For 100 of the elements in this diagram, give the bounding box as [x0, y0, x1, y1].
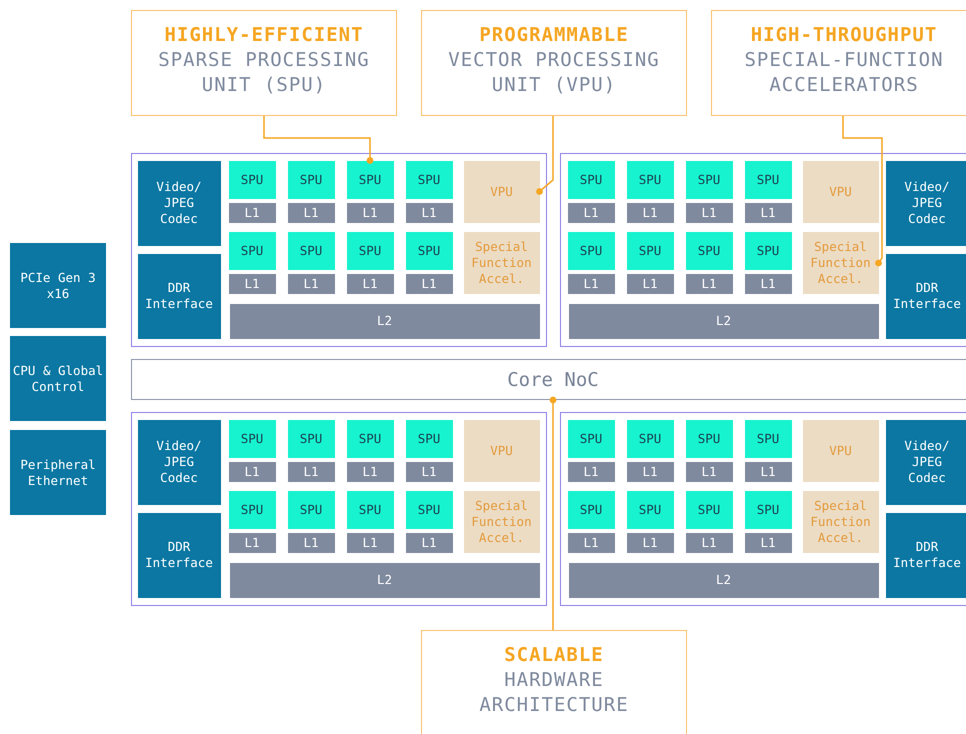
spu-block: [406, 232, 452, 270]
block-label: L1: [421, 204, 437, 220]
l2-cache-block: [568, 304, 878, 338]
block-label: SPU: [698, 172, 720, 188]
l1-cache-block: [288, 202, 334, 222]
l1-cache-block: [346, 532, 394, 552]
l1-cache-block: [568, 202, 614, 222]
spu-block: [626, 490, 674, 528]
block-label: L1: [244, 464, 260, 480]
block-label: VPU: [829, 442, 852, 458]
spu-block: [406, 160, 452, 198]
block-label: Core NoC: [507, 372, 599, 388]
spu-block: [288, 420, 334, 458]
accelerator-block: [464, 232, 540, 294]
block-label: SPU: [240, 430, 264, 446]
block-label: L1: [760, 464, 776, 480]
block-label: SPU: [580, 242, 602, 258]
block-label: Peripheral Ethernet: [19, 456, 97, 488]
l1-cache-block: [346, 202, 394, 222]
block-label: Special Function Accel.: [809, 238, 872, 286]
spu-block: [406, 490, 452, 528]
l1-cache-block: [406, 532, 452, 552]
l1-cache-block: [228, 532, 276, 552]
codec-block: [886, 160, 966, 246]
block-label: SPU: [300, 430, 322, 446]
memory-interface-block: [138, 254, 220, 338]
l2-cache-block: [568, 562, 878, 598]
block-label: L1: [760, 276, 776, 292]
system-block: [10, 336, 106, 421]
spu-block: [346, 232, 394, 270]
block-label: L1: [362, 464, 378, 480]
l1-cache-block: [346, 462, 394, 482]
block-label: Video/ JPEG Codec: [155, 179, 203, 227]
block-label: SPU: [358, 502, 382, 518]
spu-block: [686, 420, 732, 458]
l1-cache-block: [626, 532, 674, 552]
spu-block: [626, 232, 674, 270]
vpu-block: [464, 420, 540, 482]
block-label: L1: [244, 276, 260, 292]
callout-box: [421, 630, 687, 734]
codec-block: [138, 420, 220, 504]
block-label: SPU: [698, 502, 720, 518]
callout-title: PROGRAMMABLE: [479, 23, 629, 48]
block-label: Special Function Accel.: [470, 238, 533, 286]
l1-cache-block: [744, 274, 792, 294]
block-label: L1: [303, 464, 319, 480]
leader-line: [263, 116, 374, 164]
l2-cache-block: [230, 562, 540, 598]
block-label: SPU: [756, 430, 780, 446]
block-label: SPU: [300, 242, 322, 258]
block-label: SPU: [418, 242, 440, 258]
block-label: L1: [642, 534, 658, 550]
block-label: CPU & Global Control: [12, 362, 104, 394]
spu-block: [744, 420, 792, 458]
l1-cache-block: [568, 274, 614, 294]
block-label: L1: [642, 464, 658, 480]
block-label: SPU: [418, 172, 440, 188]
block-label: L1: [583, 204, 599, 220]
block-label: VPU: [829, 184, 852, 200]
core-noc-bar: [131, 359, 966, 400]
l1-cache-block: [568, 532, 614, 552]
spu-block: [686, 160, 732, 198]
block-label: DDR Interface: [892, 539, 962, 571]
block-label: SPU: [300, 172, 322, 188]
spu-block: [346, 160, 394, 198]
l1-cache-block: [686, 202, 732, 222]
leader-line: [842, 116, 883, 266]
vpu-block: [802, 160, 878, 222]
block-label: L1: [760, 534, 776, 550]
block-label: SPU: [240, 502, 264, 518]
block-label: SPU: [418, 430, 440, 446]
block-label: L1: [583, 276, 599, 292]
l1-cache-block: [288, 274, 334, 294]
block-label: DDR Interface: [144, 280, 214, 312]
block-label: L2: [376, 572, 392, 588]
spu-block: [228, 160, 276, 198]
l1-cache-block: [626, 274, 674, 294]
callout-box: [711, 10, 966, 116]
block-label: L1: [701, 464, 717, 480]
memory-interface-block: [138, 512, 220, 598]
block-label: Special Function Accel.: [809, 498, 872, 546]
block-label: SPU: [638, 430, 662, 446]
l1-cache-block: [744, 202, 792, 222]
system-block: [10, 430, 106, 515]
processor-cluster-panel: [131, 153, 547, 347]
spu-block: [568, 232, 614, 270]
l1-cache-block: [228, 274, 276, 294]
callout-text: VECTOR PROCESSING UNIT (VPU): [447, 48, 661, 98]
block-label: SPU: [358, 242, 382, 258]
l1-cache-block: [626, 462, 674, 482]
codec-block: [138, 160, 220, 246]
block-label: L1: [421, 276, 437, 292]
spu-block: [744, 232, 792, 270]
spu-block: [744, 160, 792, 198]
l1-cache-block: [288, 462, 334, 482]
l1-cache-block: [346, 274, 394, 294]
block-label: SPU: [358, 430, 382, 446]
block-label: SPU: [580, 502, 602, 518]
block-label: SPU: [580, 172, 602, 188]
l1-cache-block: [686, 274, 732, 294]
